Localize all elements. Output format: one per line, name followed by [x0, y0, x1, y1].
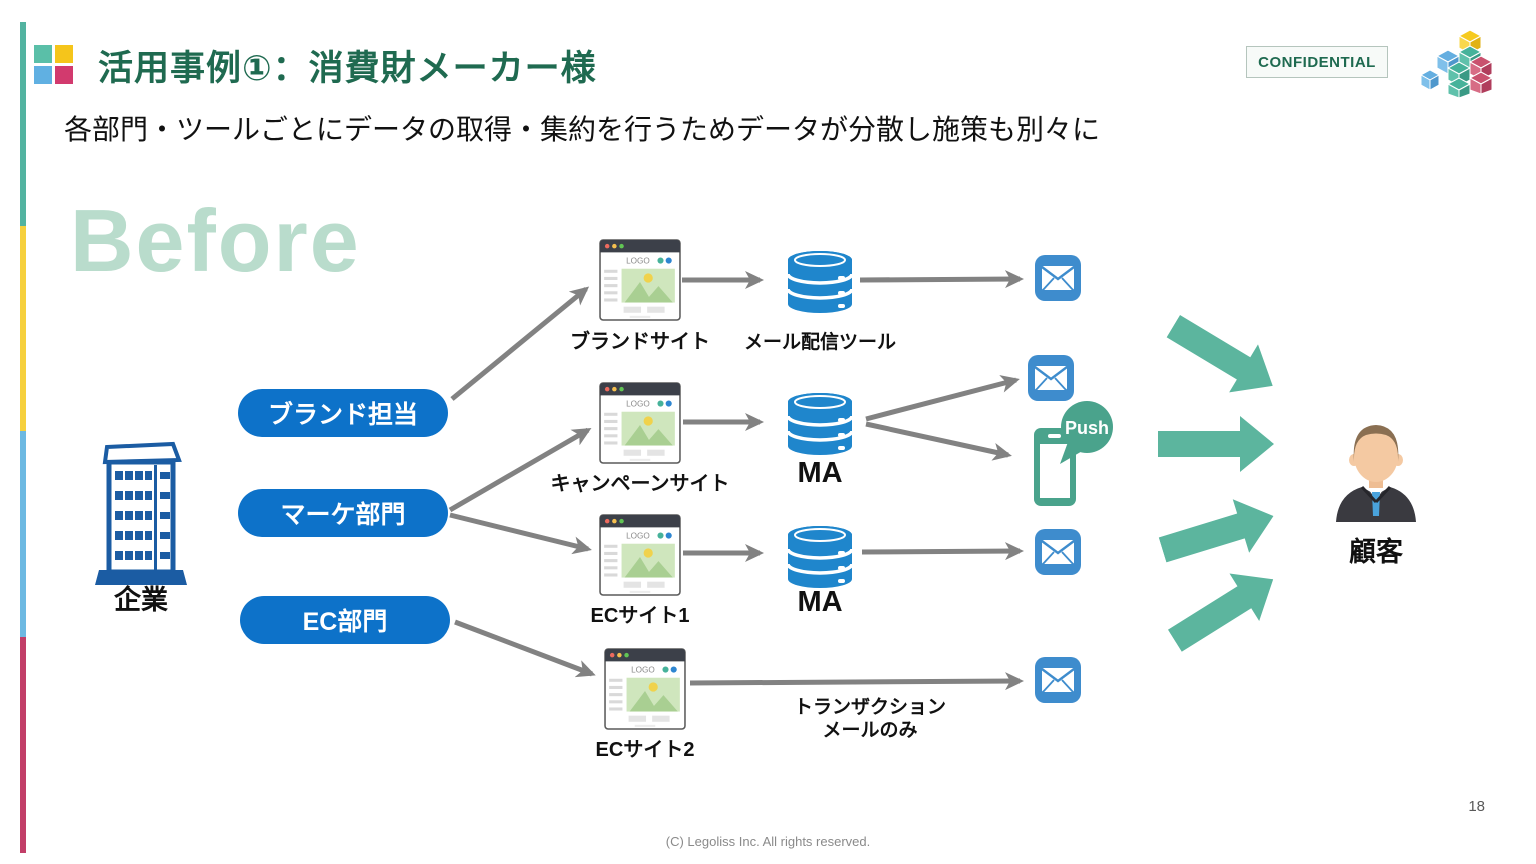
company-label: 企業 [114, 585, 168, 615]
browser-logo-text: LOGO [631, 666, 655, 675]
mail-icon [1035, 255, 1081, 301]
customer-avatar-icon [1336, 425, 1416, 522]
mail-icon [1035, 529, 1081, 575]
square-teal-icon [34, 45, 52, 63]
company-building-icon [95, 441, 187, 585]
page-title: 活用事例①：消費財メーカー様 [98, 49, 597, 88]
flow-arrow-icon [1158, 414, 1274, 474]
tool-label-ma-2: MA [797, 586, 843, 618]
transaction-mail-note-line2: メールのみ [822, 719, 918, 741]
edge-stripe-yellow [20, 226, 26, 431]
footer-copyright: (C) Legoliss Inc. All rights reserved. [665, 834, 871, 849]
page-number: 18 [1468, 798, 1485, 815]
square-blue-icon [34, 66, 52, 84]
confidential-badge: CONFIDENTIAL [1246, 46, 1388, 78]
database-icon [786, 526, 854, 588]
department-pill-marketing: マーケ部門 [238, 489, 448, 537]
phone-push-icon: Push [1034, 401, 1113, 506]
database-icon [786, 251, 854, 313]
tool-label-mail-delivery: メール配信ツール [743, 332, 896, 353]
transaction-mail-note: トランザクション メールのみ [780, 697, 960, 743]
company-cubes-logo-icon [1419, 29, 1494, 98]
browser-logo-text: LOGO [626, 532, 650, 541]
push-label: Push [1065, 418, 1109, 438]
edge-stripe-teal [20, 22, 26, 226]
mail-icon [1035, 657, 1081, 703]
browser-window-icon: LOGO [599, 514, 681, 596]
title-bullet-squares-icon [34, 45, 74, 85]
site-label-ec2: ECサイト2 [595, 739, 695, 761]
edge-stripe-blue [20, 431, 26, 637]
square-yellow-icon [55, 45, 73, 63]
database-icon [786, 393, 854, 455]
square-pink-icon [55, 66, 73, 84]
browser-logo-text: LOGO [626, 257, 650, 266]
tool-label-ma-1: MA [797, 457, 843, 489]
browser-window-icon: LOGO [599, 239, 681, 321]
site-label-campaign: キャンペーンサイト [550, 473, 730, 495]
site-label-ec1: ECサイト1 [590, 605, 690, 627]
browser-window-icon: LOGO [604, 648, 686, 730]
customer-label: 顧客 [1349, 537, 1403, 567]
flow-arrow-icon [1154, 487, 1282, 578]
site-label-brand: ブランドサイト [570, 331, 710, 353]
transaction-mail-note-line1: トランザクション [793, 697, 946, 718]
slide-subtitle: 各部門・ツールごとにデータの取得・集約を行うためデータが分散し施策も別々に [64, 114, 1101, 145]
edge-stripe-pink [20, 637, 26, 853]
flow-arrow-icon [1158, 300, 1288, 411]
mail-icon [1028, 355, 1074, 401]
browser-logo-text: LOGO [626, 400, 650, 409]
before-watermark: Before [70, 191, 361, 290]
department-pill-ec: EC部門 [240, 596, 450, 644]
flow-arrow-icon [1159, 554, 1289, 666]
browser-window-icon: LOGO [599, 382, 681, 464]
department-pill-brand: ブランド担当 [238, 389, 448, 437]
